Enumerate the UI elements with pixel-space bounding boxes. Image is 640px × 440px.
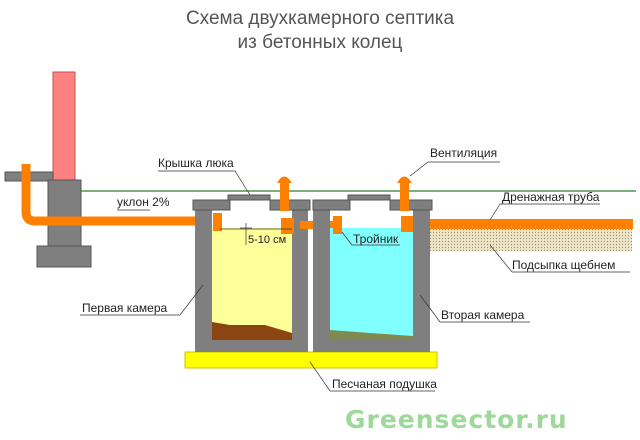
label-sand-cushion: Песчаная подушка [332,377,437,391]
vent-cap-2 [397,176,412,183]
label-second-chamber: Вторая камера [441,308,525,322]
watermark: Greensector.ru [345,405,568,434]
gravel-bed [428,229,632,251]
title-line-2: из бетонных колец [238,32,403,53]
label-level-gap: 5-10 см [248,234,286,246]
label-lid: Крышка люка [158,156,234,170]
manhole-lid [227,194,271,201]
chimney [52,71,76,181]
vent-pipe-1 [280,181,289,211]
vent-pipe-2 [400,181,409,211]
drain-pipe [405,219,633,229]
foundation-footing [36,245,92,268]
label-tee: Тройник [353,232,399,246]
second-chamber [312,194,433,352]
label-slope: уклон 2% [117,195,170,209]
title-line-1: Схема двухкамерного септика [186,8,455,29]
label-drain-pipe: Дренажная труба [502,190,600,204]
label-ventilation: Вентиляция [430,146,497,160]
tee-fitting [333,216,342,234]
inlet-pipe [21,164,200,226]
label-first-chamber: Первая камера [82,301,168,315]
house-foundation [47,179,82,248]
sand-cushion [184,351,438,369]
label-gravel: Подсыпка щебнем [512,258,615,272]
first-chamber [192,194,311,352]
vent-cap-1 [277,176,292,183]
